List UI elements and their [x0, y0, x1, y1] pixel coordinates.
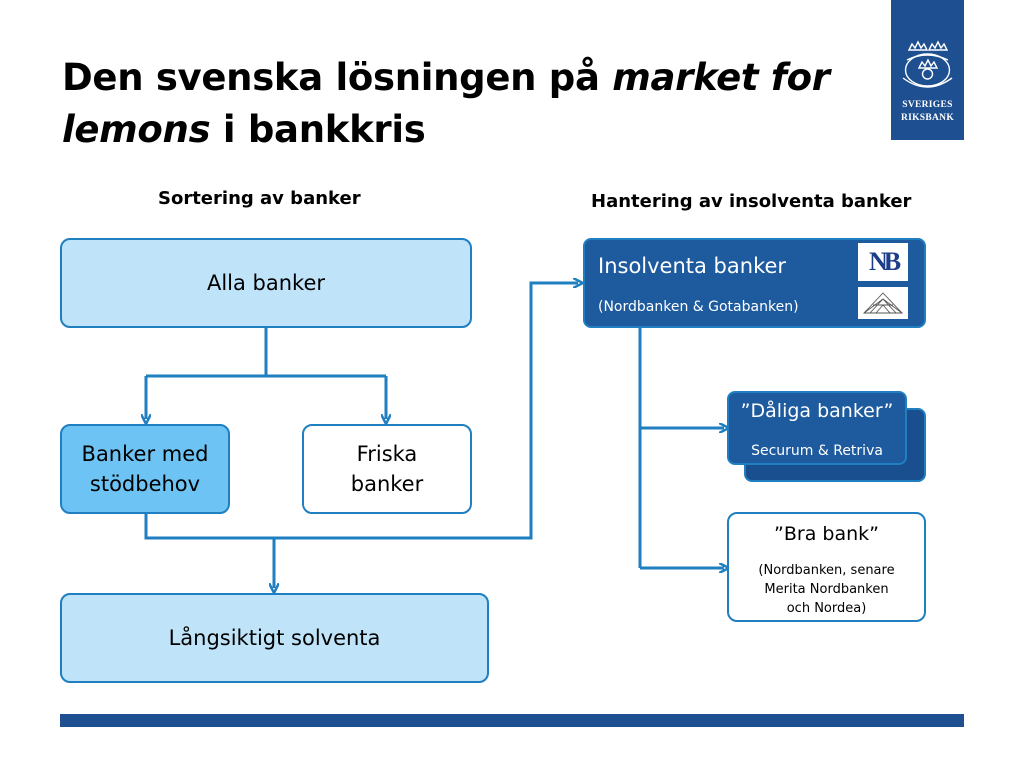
footer-rule: [60, 714, 964, 727]
daliga-subtitle: Securum & Retriva: [751, 443, 883, 459]
crest-icon: [902, 40, 953, 88]
box-insolventa-banker: Insolventa banker (Nordbanken & Gotabank…: [583, 238, 926, 328]
box-langsiktigt-solventa: Långsiktigt solventa: [60, 593, 489, 683]
box-daliga-banker: ”Dåliga banker” Securum & Retriva: [727, 391, 907, 465]
logo-text-line1: SVERIGES: [902, 100, 953, 110]
heading-sortering: Sortering av banker: [158, 188, 361, 209]
box-bra-bank: ”Bra bank” (Nordbanken, senare Merita No…: [727, 512, 926, 622]
daliga-title: ”Dåliga banker”: [740, 400, 894, 422]
nordbanken-logo: NB: [858, 243, 908, 281]
heading-hantering: Hantering av insolventa banker: [591, 191, 912, 212]
gota-pyramid-icon: [862, 292, 904, 314]
logo-text-line2: RIKSBANK: [900, 113, 955, 123]
title-italic-1: market for: [612, 56, 830, 99]
connector-to-stodbehov: [146, 374, 386, 419]
page-title: Den svenska lösningen på market for lemo…: [62, 56, 830, 151]
gotabanken-logo: [858, 287, 908, 319]
connector-to-insolventa: [144, 283, 578, 540]
riksbank-logo: SVERIGES RIKSBANK: [891, 0, 964, 140]
box-alla-banker: Alla banker: [60, 238, 472, 328]
insolventa-subtitle: (Nordbanken & Gotabanken): [598, 299, 799, 315]
bra-subtitle: (Nordbanken, senare Merita Nordbanken oc…: [758, 563, 895, 616]
title-italic-2: lemons: [62, 108, 211, 151]
bra-title: ”Bra bank”: [774, 523, 879, 545]
insolventa-title: Insolventa banker: [598, 254, 787, 278]
